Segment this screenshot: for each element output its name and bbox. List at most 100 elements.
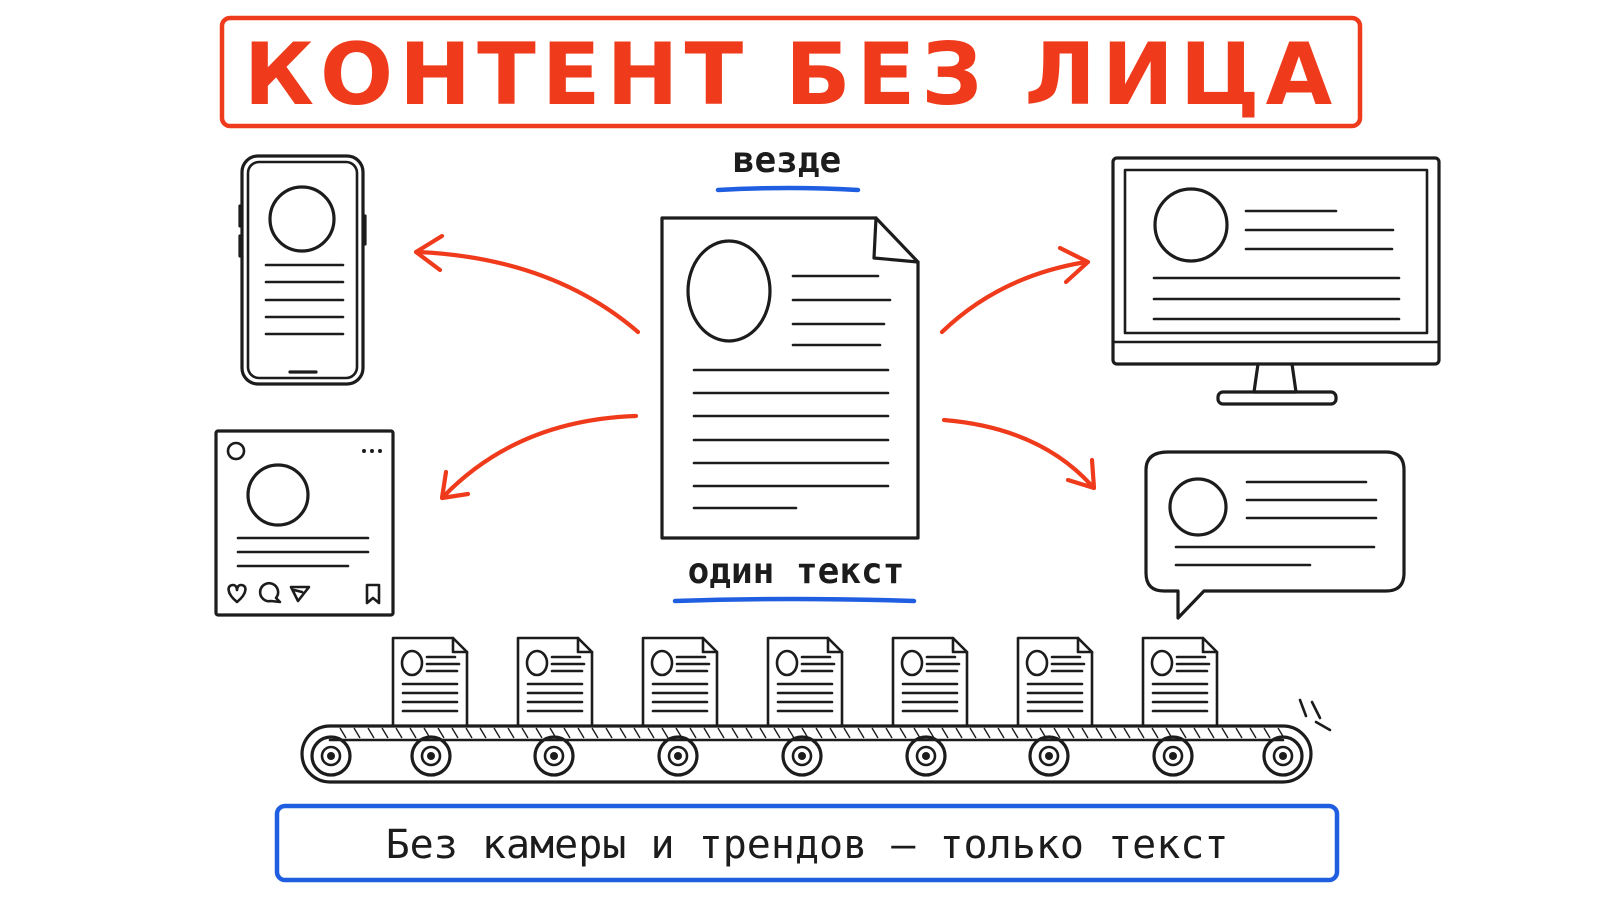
bookmark-icon bbox=[365, 583, 381, 605]
phone-icon bbox=[238, 154, 367, 386]
belt-hatch-line bbox=[871, 727, 879, 739]
belt-roller bbox=[310, 735, 352, 777]
belt-hatch-line bbox=[717, 727, 725, 739]
belt-hatch-line bbox=[409, 727, 417, 739]
belt-hatch-line bbox=[1151, 727, 1159, 739]
belt-hatch-line bbox=[689, 727, 697, 739]
belt-roller bbox=[1262, 735, 1304, 777]
belt-hatch-line bbox=[787, 727, 795, 739]
belt-hatch-line bbox=[647, 727, 655, 739]
belt-roller bbox=[533, 735, 575, 777]
belt-roller bbox=[657, 735, 699, 777]
belt-hatch-line bbox=[997, 727, 1005, 739]
belt-hatch-line bbox=[605, 727, 613, 739]
label-one-text: один текст bbox=[672, 551, 917, 604]
conveyor-documents bbox=[391, 636, 1219, 728]
belt-hatch-line bbox=[1067, 727, 1075, 739]
belt-hatch-line bbox=[899, 727, 907, 739]
arrow-to-monitor bbox=[939, 245, 1091, 335]
belt-hatch-line bbox=[1109, 727, 1117, 739]
arrow-to-phone bbox=[413, 233, 641, 335]
heart-icon bbox=[227, 583, 247, 604]
belt-hatch-line bbox=[983, 727, 991, 739]
belt-hatch-line bbox=[1025, 727, 1033, 739]
belt-hatch-line bbox=[479, 727, 487, 739]
label-top-underline bbox=[715, 185, 861, 193]
belt-hatch-line bbox=[1137, 727, 1145, 739]
belt-hatch-line bbox=[1011, 727, 1019, 739]
belt-hatch-line bbox=[465, 727, 473, 739]
send-icon bbox=[289, 585, 311, 603]
belt-hatch-line bbox=[759, 727, 767, 739]
belt-hatch-line bbox=[1235, 727, 1243, 739]
belt-hatch-line bbox=[493, 727, 501, 739]
belt-hatch-line bbox=[339, 727, 347, 739]
belt-hatch-line bbox=[395, 727, 403, 739]
belt-roller bbox=[905, 735, 947, 777]
conveyor-document-icon bbox=[891, 636, 969, 728]
footer-banner: Без камеры и трендов — только текст bbox=[274, 803, 1340, 883]
belt-hatch-line bbox=[1081, 727, 1089, 739]
label-bottom-underline bbox=[672, 596, 917, 604]
belt-texture bbox=[339, 727, 1285, 739]
monitor-icon bbox=[1111, 156, 1441, 406]
belt-hatch-line bbox=[507, 727, 515, 739]
belt-hatch-line bbox=[521, 727, 529, 739]
belt-hatch-line bbox=[927, 727, 935, 739]
belt-hatch-line bbox=[913, 727, 921, 739]
belt-hatch-line bbox=[829, 727, 837, 739]
conveyor-document-icon bbox=[391, 636, 469, 728]
belt-hatch-line bbox=[1221, 727, 1229, 739]
belt-hatch-line bbox=[857, 727, 865, 739]
conveyor-belt-icon bbox=[300, 636, 1332, 784]
belt-hatch-line bbox=[745, 727, 753, 739]
belt-hatch-line bbox=[1179, 727, 1187, 739]
footer-text: Без камеры и трендов — только текст bbox=[386, 822, 1229, 868]
belt-hatch-line bbox=[535, 727, 543, 739]
belt-hatch-line bbox=[661, 727, 669, 739]
belt-hatch-line bbox=[1123, 727, 1131, 739]
conveyor-document-icon bbox=[766, 636, 844, 728]
arrow-to-chat bbox=[941, 417, 1097, 491]
belt-hatch-line bbox=[1207, 727, 1215, 739]
belt-hatch-line bbox=[843, 727, 851, 739]
belt-hatch-line bbox=[885, 727, 893, 739]
belt-hatch-line bbox=[451, 727, 459, 739]
belt-hatch-line bbox=[1053, 727, 1061, 739]
label-everywhere: везде bbox=[715, 140, 861, 193]
belt-hatch-line bbox=[353, 727, 361, 739]
motion-marks bbox=[1298, 698, 1332, 732]
belt-hatch-line bbox=[731, 727, 739, 739]
belt-hatch-line bbox=[633, 727, 641, 739]
arrow-to-social-post bbox=[439, 413, 639, 501]
belt-roller bbox=[410, 735, 452, 777]
belt-hatch-line bbox=[1095, 727, 1103, 739]
belt-roller bbox=[781, 735, 823, 777]
belt-hatch-line bbox=[563, 727, 571, 739]
title-text: КОНТЕНТ БЕЗ ЛИЦА bbox=[244, 25, 1338, 125]
belt-hatch-line bbox=[367, 727, 375, 739]
conveyor-document-icon bbox=[1016, 636, 1094, 728]
conveyor-document-icon bbox=[1141, 636, 1219, 728]
belt-hatch-line bbox=[1263, 727, 1271, 739]
belt-rollers bbox=[310, 735, 1304, 777]
title-frame bbox=[219, 15, 1363, 129]
belt-hatch-line bbox=[969, 727, 977, 739]
belt-hatch-line bbox=[577, 727, 585, 739]
belt-hatch-line bbox=[381, 727, 389, 739]
conveyor-document-icon bbox=[641, 636, 719, 728]
belt-hatch-line bbox=[941, 727, 949, 739]
belt-hatch-line bbox=[703, 727, 711, 739]
comment-icon bbox=[258, 581, 282, 604]
label-top-text: везде bbox=[733, 140, 841, 181]
belt-hatch-line bbox=[815, 727, 823, 739]
label-bottom-text: один текст bbox=[688, 551, 905, 592]
document-icon bbox=[660, 216, 920, 540]
belt-hatch-line bbox=[1249, 727, 1257, 739]
belt-hatch-line bbox=[591, 727, 599, 739]
belt-roller bbox=[1152, 735, 1194, 777]
belt-roller bbox=[1028, 735, 1070, 777]
conveyor-document-icon bbox=[516, 636, 594, 728]
belt-hatch-line bbox=[437, 727, 445, 739]
